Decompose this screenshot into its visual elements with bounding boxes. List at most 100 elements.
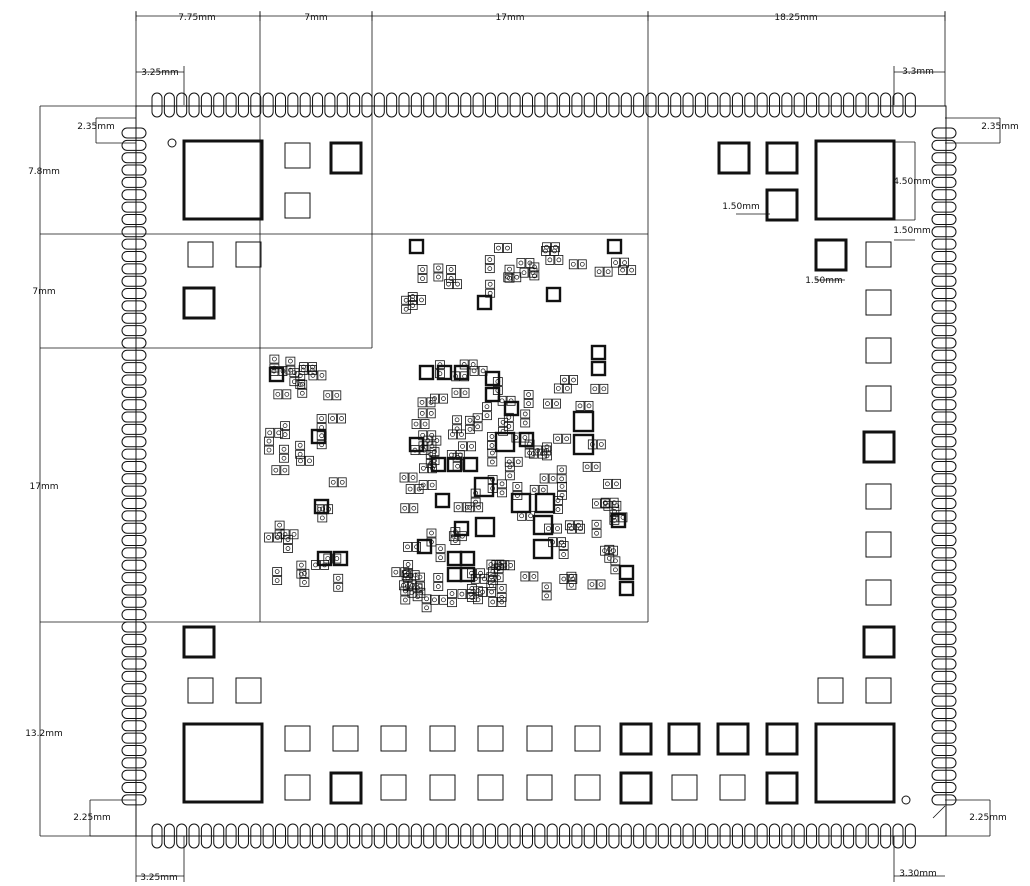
- edge-pad-bottom: [645, 823, 657, 849]
- edge-pad-top: [633, 92, 645, 118]
- component-via: [499, 586, 505, 591]
- edge-pad-left: [121, 448, 147, 460]
- passive-component: [473, 586, 483, 605]
- ic-pad: [534, 492, 556, 514]
- land-pad: [235, 241, 262, 268]
- edge-pad-top: [880, 92, 892, 118]
- component-pad: [482, 411, 492, 421]
- edge-pad-top: [188, 92, 200, 118]
- edge-pad-top: [756, 92, 768, 118]
- component-via: [441, 396, 446, 401]
- component-via: [547, 257, 553, 263]
- ic-pad: [510, 492, 532, 514]
- component-via: [402, 569, 408, 575]
- land-pad: [380, 774, 407, 801]
- component-pad: [478, 587, 488, 597]
- component-pad: [426, 408, 436, 419]
- component-via: [299, 381, 305, 387]
- component-via: [586, 403, 592, 409]
- component-via: [419, 410, 425, 416]
- edge-pad-bottom: [620, 823, 632, 849]
- component-via: [507, 275, 512, 281]
- component-via: [489, 434, 495, 439]
- passive-component: [504, 462, 515, 481]
- component-via: [605, 481, 610, 487]
- ic-pad: [610, 512, 627, 529]
- component-pad: [401, 570, 411, 581]
- edge-pad-left: [121, 127, 147, 139]
- component-via: [292, 370, 297, 376]
- edge-pad-right: [931, 349, 957, 361]
- edge-pad-bottom: [250, 823, 262, 849]
- passive-component: [328, 413, 346, 424]
- passive-component: [283, 535, 293, 553]
- edge-pad-bottom: [571, 823, 583, 849]
- component-pad: [426, 397, 436, 408]
- passive-component: [264, 436, 274, 455]
- passive-component: [496, 583, 507, 602]
- edge-pad-left: [121, 411, 147, 423]
- edge-pad-right: [931, 547, 957, 559]
- component-pad: [417, 265, 428, 274]
- edge-pad-right: [931, 411, 957, 423]
- component-pad: [415, 572, 425, 582]
- ic-pad: [462, 456, 479, 473]
- component-pad: [553, 433, 563, 444]
- component-via: [425, 438, 431, 443]
- passive-component: [408, 295, 426, 305]
- component-via: [469, 595, 475, 600]
- edge-pad-top: [657, 92, 669, 118]
- edge-pad-top: [497, 92, 509, 118]
- component-pad: [282, 389, 292, 400]
- edge-pad-right: [931, 288, 957, 300]
- fiducial-mark: [167, 138, 177, 148]
- passive-component: [542, 442, 552, 461]
- component-pad: [476, 568, 485, 579]
- component-pad: [487, 448, 498, 458]
- component-pad: [289, 529, 299, 540]
- edge-pad-top: [793, 92, 805, 118]
- component-pad: [333, 582, 344, 592]
- component-pad: [305, 455, 314, 466]
- edge-pad-bottom: [855, 823, 867, 849]
- edge-pad-top: [262, 92, 274, 118]
- dim-edge-right-bottom: 2.25mm: [969, 813, 1007, 823]
- land-pad: [865, 677, 892, 704]
- edge-pad-top: [843, 92, 855, 118]
- passive-component: [415, 572, 425, 591]
- component-pad: [417, 408, 427, 419]
- passive-component: [299, 362, 317, 372]
- component-pad: [435, 544, 446, 554]
- component-pad: [468, 359, 478, 370]
- component-pad: [405, 484, 415, 494]
- passive-component: [472, 413, 483, 432]
- component-via: [606, 546, 612, 552]
- component-pad: [553, 523, 562, 534]
- edge-pad-right: [931, 535, 957, 547]
- component-pad: [473, 586, 483, 596]
- component-via: [550, 476, 556, 481]
- edge-pad-bottom: [744, 823, 756, 849]
- edge-pad-left: [121, 226, 147, 238]
- component-via: [488, 583, 494, 589]
- component-pad: [297, 379, 308, 389]
- edge-pad-top: [583, 92, 595, 118]
- edge-pad-left: [121, 633, 147, 645]
- dim-left-4: 13.2mm: [25, 729, 63, 739]
- component-pad: [435, 369, 445, 379]
- edge-pad-top: [855, 92, 867, 118]
- edge-pad-right: [931, 485, 957, 497]
- component-via: [554, 401, 559, 406]
- component-pad: [412, 541, 421, 552]
- component-via: [484, 404, 490, 410]
- component-pad: [523, 390, 534, 399]
- component-via: [532, 264, 537, 270]
- edge-pad-bottom: [484, 823, 496, 849]
- edge-pad-top: [410, 92, 422, 118]
- component-pad: [280, 430, 290, 440]
- edge-pad-left: [121, 535, 147, 547]
- component-pad: [562, 383, 572, 394]
- component-pad: [333, 573, 344, 583]
- component-pad: [472, 422, 483, 432]
- component-via: [454, 417, 460, 423]
